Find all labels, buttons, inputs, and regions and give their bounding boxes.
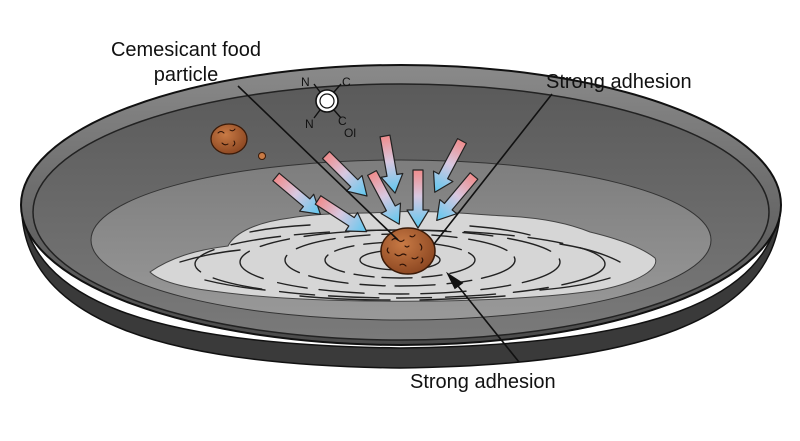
flying-food-particle bbox=[210, 123, 266, 160]
adhesion-bottom-leader-line bbox=[457, 285, 520, 363]
molecule-atom-n1: N bbox=[301, 75, 310, 89]
adhesion-bottom-arrowhead bbox=[445, 271, 464, 290]
adhesion-top-label: Strong adhesion bbox=[546, 71, 692, 93]
molecule-atom-n2: N bbox=[305, 117, 314, 131]
particle-label-line2: particle bbox=[153, 64, 219, 86]
molecule-icon: N C N C Ol bbox=[301, 75, 356, 140]
molecule-atom-c2: C bbox=[338, 114, 347, 128]
adhesion-bottom-label: Strong adhesion bbox=[410, 371, 556, 393]
molecule-atom-c1: C bbox=[342, 75, 351, 89]
adhesion-top-leader-line bbox=[433, 93, 553, 245]
leader-lines bbox=[237, 85, 553, 363]
particle-leader-line bbox=[237, 85, 399, 241]
particle-label: Cemesicant food particle bbox=[82, 38, 290, 88]
particle-label-line1: Cemesicant food bbox=[110, 39, 262, 61]
molecule-atom-ol: Ol bbox=[344, 126, 356, 140]
main-food-particle bbox=[380, 227, 436, 275]
